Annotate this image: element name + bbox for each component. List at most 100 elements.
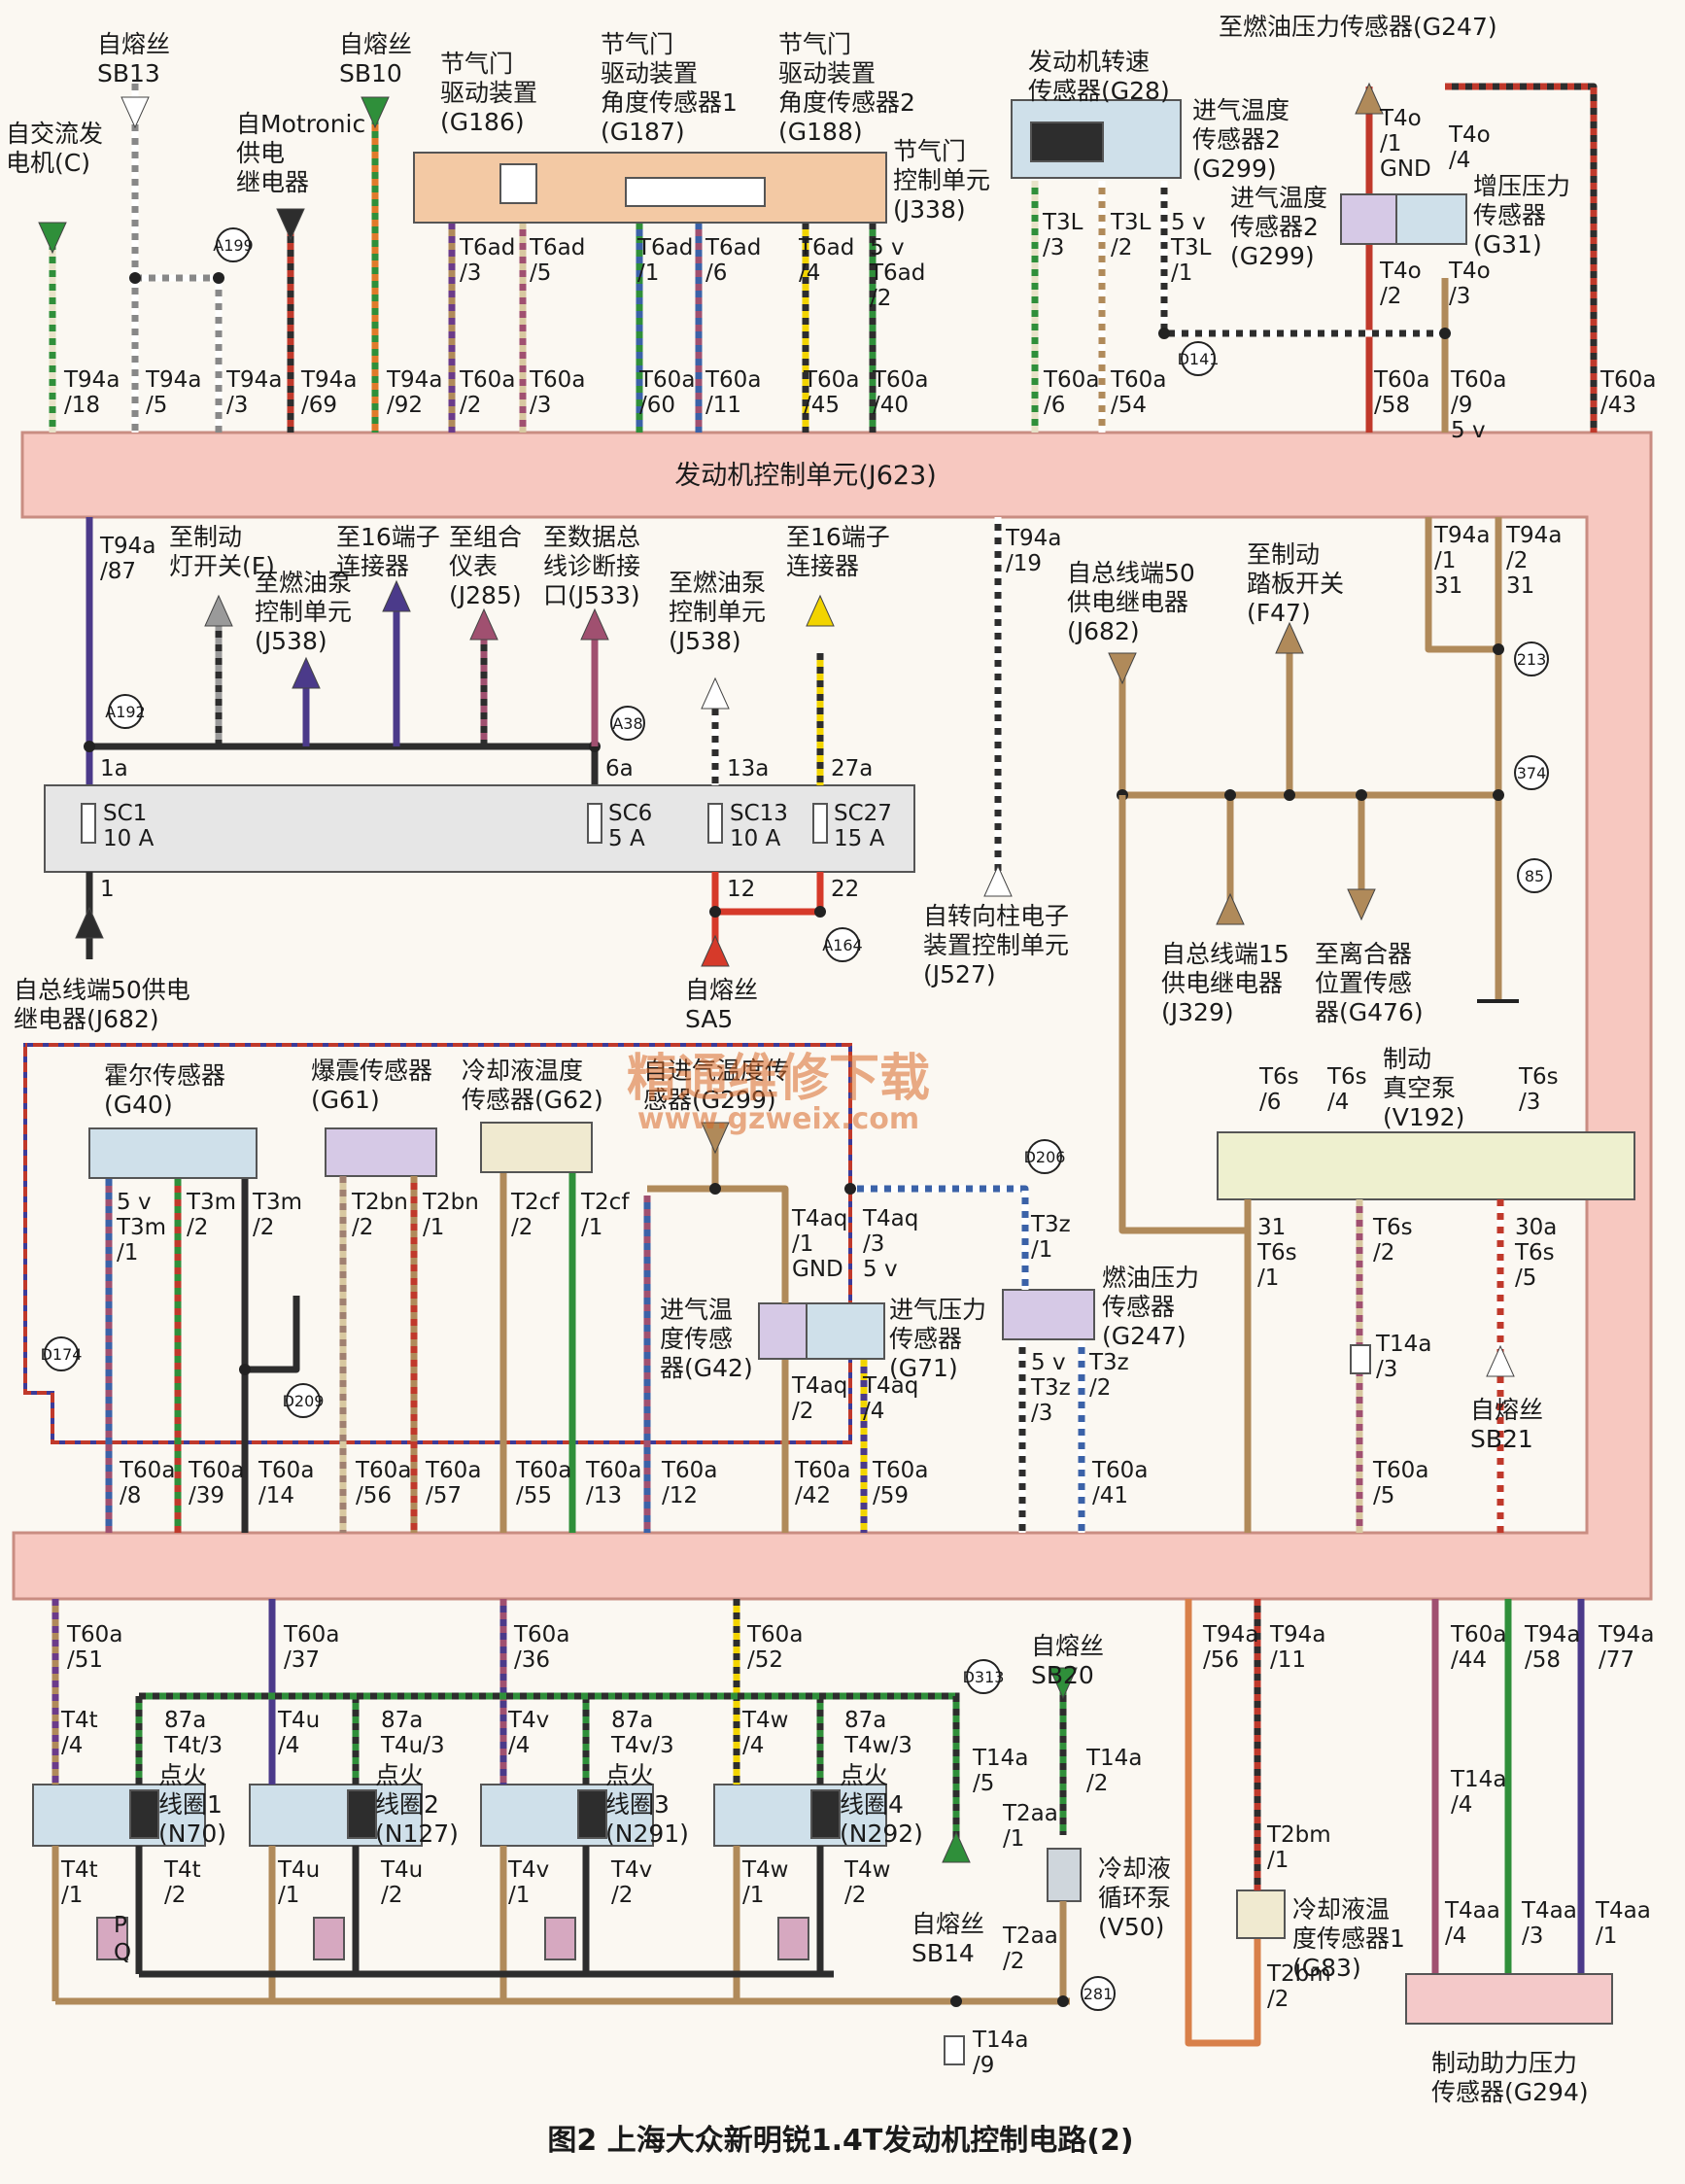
middle-label-j682_top-line: 自总线端50 <box>1067 559 1195 587</box>
coil-pin-top-label: T4v/4 <box>507 1708 549 1758</box>
fuse-sc6-label-line: 5 A <box>608 826 645 851</box>
middle-label-to_j533: 至数据总线诊断接口(J533) <box>543 523 640 609</box>
ecu2-bottom-pin-label: T94a/58 <box>1524 1622 1580 1673</box>
lower-label-sb21-line: SB21 <box>1470 1425 1533 1453</box>
top-pin-label-line: T94a <box>225 367 282 393</box>
lower-pin-label-line: /6 <box>1259 1090 1281 1115</box>
coil-suppressor-icon <box>96 1917 128 1960</box>
top-label-j338-line: 节气门 <box>893 137 966 165</box>
top-label-g299a-line: 传感器2 <box>1192 125 1281 154</box>
brake-vacuum-pump-v192 <box>1217 1131 1635 1200</box>
lower-pin-label-line: /3 <box>1519 1090 1540 1115</box>
lower-label-g299c-line: 自进气温度传 <box>643 1057 789 1085</box>
j682-arrow-icon <box>1108 652 1137 685</box>
coil-pin-top-label: T4w/4 <box>741 1708 789 1758</box>
lower-pin-label-line: T4aq <box>862 1206 918 1231</box>
bottom-pin-label: T4aa/4 <box>1444 1898 1500 1949</box>
lower-pin-label-line: /3 <box>1376 1357 1397 1382</box>
to-j285-arrow-icon <box>469 607 499 641</box>
ecu2-top-pin-label-line: T60a <box>661 1458 717 1483</box>
lower-label-g40-line: (G40) <box>104 1091 173 1119</box>
lower-label-g42-line: 进气温 <box>660 1296 733 1324</box>
knock-sensor-g61 <box>325 1127 437 1177</box>
ecu2-top-pin-label: T60a/8 <box>119 1458 175 1508</box>
bottom-pin-label-line: T14a <box>972 2028 1028 2053</box>
ecu2-top-pin-label: T60a/13 <box>585 1458 641 1508</box>
ecu2-bottom-pin-label-line: T94a <box>1269 1622 1325 1647</box>
lower-pin-label-line: /2 <box>511 1215 533 1240</box>
coil-pin-top-label-line: T4u <box>277 1708 320 1733</box>
top-pin-label-line: T60a <box>529 367 585 393</box>
hall-sensor-g40 <box>88 1127 258 1179</box>
coil-pin-bottom-b-label-line: /2 <box>164 1883 186 1908</box>
top-pin-label-line: T60a <box>1599 367 1656 393</box>
fuse-output-label: 22 <box>831 877 859 902</box>
junction-node-label: 85 <box>1525 867 1544 885</box>
coil-name-label-line: 点火 <box>605 1761 654 1789</box>
splice-dot <box>709 1183 721 1195</box>
top-pin-label-line: /40 <box>873 393 909 418</box>
lower-pin-label-line: /2 <box>1089 1375 1111 1401</box>
top-pin-label: T60a/11 <box>705 367 761 418</box>
middle-label-to_j285-line: (J285) <box>449 581 522 609</box>
fuse-sc27-icon <box>812 803 828 844</box>
ecu2-bottom-pin-label: T60a/37 <box>283 1622 339 1673</box>
connector-pin-label-line: T4o <box>1448 122 1491 148</box>
coil-name-label: 点火线圈4(N292) <box>840 1761 923 1848</box>
top-label-g31: 增压压力传感器(G31) <box>1473 172 1570 259</box>
lower-pin-label: T14a/3 <box>1375 1332 1431 1382</box>
ecu2-bottom-pin-label-line: T60a <box>66 1622 122 1647</box>
lower-pin-label: T2bn/2 <box>351 1190 408 1240</box>
bottom-label-sb20-line: 自熔丝 <box>1031 1632 1104 1660</box>
top-pin-label: T60a/60 <box>638 367 695 418</box>
top-label-j338-line: 控制单元 <box>893 166 990 194</box>
middle-label-to_j285: 至组合仪表(J285) <box>449 523 522 609</box>
splice-dot <box>1158 328 1170 339</box>
coil-suppressor-icon <box>544 1917 576 1960</box>
coil-pin-bottom-label-line: /1 <box>508 1883 530 1908</box>
d209-link <box>245 1296 300 1373</box>
top-label-g299a-line: (G299) <box>1192 155 1277 183</box>
fuse-sc1-label-line: SC1 <box>103 801 147 826</box>
top-pin-label-line: /92 <box>387 393 423 418</box>
coil-name-label: 点火线圈1(N70) <box>158 1761 226 1848</box>
coolant-pump-v50-icon <box>1047 1848 1082 1902</box>
middle-pin-label-line: /2 <box>1506 548 1528 573</box>
top-label-g299b-line: 进气温度 <box>1230 184 1327 212</box>
junction-node <box>108 694 143 729</box>
middle-label-j329-line: 自总线端15 <box>1161 940 1290 968</box>
connector-pin-label-line: T6ad <box>459 235 515 260</box>
ecu2-top-pin-label-line: T60a <box>258 1458 314 1483</box>
lower-label-g40: 霍尔传感器(G40) <box>104 1061 225 1119</box>
ecu2-bottom-pin-label-line: T60a <box>513 1622 569 1647</box>
fuse-input-label: 6a <box>605 756 634 781</box>
lower-pin-label: T2cf/1 <box>580 1190 630 1240</box>
to-j538b-arrow-icon <box>701 676 730 710</box>
lower-label-g42: 进气温度传感器(G42) <box>660 1296 753 1382</box>
coil-winding-icon <box>577 1789 607 1839</box>
lower-label-g247-line: (G247) <box>1102 1322 1186 1350</box>
connector-pin-label-line: /2 <box>1111 235 1132 260</box>
ecu2-top-pin-label-line: T60a <box>119 1458 175 1483</box>
lower-pin-label-line: T6s <box>1514 1240 1555 1265</box>
ecu2-bottom-pin-label-line: T60a <box>746 1622 803 1647</box>
middle-label-sa5-line: SA5 <box>685 1005 733 1033</box>
coil-pin-bottom-b-label: T4u/2 <box>380 1857 423 1908</box>
splice-dot <box>1356 789 1367 801</box>
ignition-coil-1 <box>32 1784 206 1847</box>
coil-pin-bottom-label-line: T4v <box>507 1857 549 1883</box>
middle-pin-label-line: /19 <box>1006 551 1042 576</box>
connector-pin-label-line: T3L <box>1170 235 1212 260</box>
fuse-sc6-label-line: SC6 <box>608 801 652 826</box>
fuse-sc1-icon <box>81 803 96 844</box>
top-pin-label-line: /11 <box>705 393 741 418</box>
bottom-label-g83-line: 冷却液温 <box>1292 1895 1390 1924</box>
connector-pin-label-line: T4o <box>1379 106 1422 131</box>
ecu2-top-pin-label-line: /42 <box>795 1483 831 1508</box>
lower-pin-label-line: /2 <box>1373 1240 1394 1265</box>
top-pin-label-line: T94a <box>386 367 442 393</box>
